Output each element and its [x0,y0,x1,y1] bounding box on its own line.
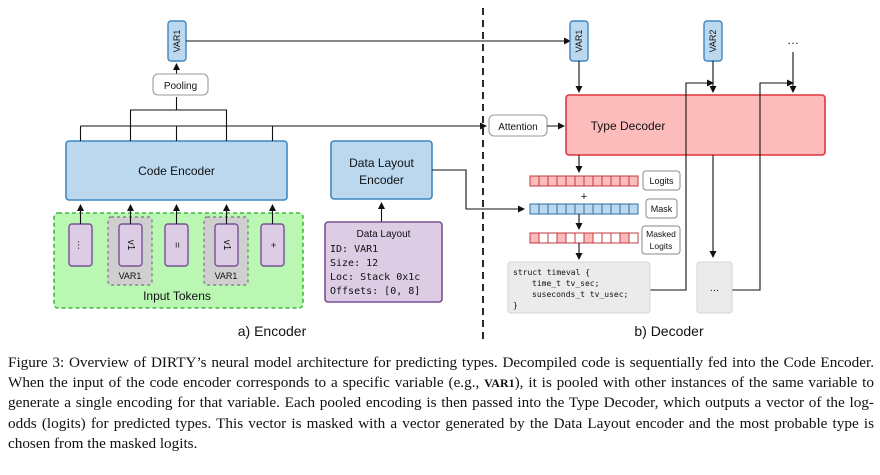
encoder-var1-label: VAR1 [172,30,182,53]
token-var-label-1: VAR1 [119,271,142,281]
caption-var: VAR1 [484,376,515,391]
data-layout-title: Data Layout [357,229,411,240]
struct-line-4: } [513,301,518,310]
data-layout-encoder-line1: Data Layout [349,156,414,170]
feedback-lines [650,79,794,291]
figure-caption: Figure 3: Overview of DIRTY’s neural mod… [8,353,874,454]
encoder-output-lines [79,63,487,141]
token-text-v1-b: v1 [221,240,232,251]
type-decoder-label: Type Decoder [591,119,666,133]
token-text-plus: + [267,242,278,248]
logits-label: Logits [649,176,674,186]
decoder-ellipsis-top: … [787,33,799,47]
token-to-encoder-arrows [77,204,276,224]
masked-logits-line1: Masked [646,229,676,239]
data-layout-encoder-to-mask-arrow [432,169,525,213]
decoder-section-label: b) Decoder [634,323,704,339]
data-layout-line-3: Loc: Stack 0x1c [330,272,420,283]
token-var-label-2: VAR1 [215,271,238,281]
mask-label: Mask [651,204,673,214]
data-layout-encoder-box [330,140,433,200]
decoder-var2-label: VAR2 [708,30,718,53]
data-layout-box [324,221,443,303]
caption-text-1: Figure 3: Overview of DIRTY’s neural mod… [8,354,874,392]
struct-line-1: struct timeval { [513,268,590,277]
encoder-section-label: a) Encoder [238,323,307,339]
masked-logits-label-box [641,225,681,255]
next-type-ellipsis: … [710,283,720,294]
pooling-box [152,73,209,96]
token-text-ellipsis: … [75,240,86,250]
data-layout-line-2: Size: 12 [330,258,378,269]
plus-sign: + [581,191,587,203]
input-tokens-label: Input Tokens [143,289,211,303]
architecture-figure: VAR1 VAR1 … v1 = v1 + Input Tokens Code … [53,8,826,340]
caption-text-2: ), it is pooled with other instances of … [8,374,874,452]
pooling-label: Pooling [164,81,197,92]
mask-label-box [645,198,678,219]
next-type-box [696,261,733,314]
data-layout-encoder-line2: Encoder [359,173,404,187]
logits-vector [529,175,639,187]
decoder-var1-label: VAR1 [574,30,584,53]
logits-label-box [642,170,681,191]
struct-line-3: suseconds_t tv_usec; [532,290,628,299]
token-text-equals: = [171,242,182,248]
data-layout-line-4: Offsets: [0, 8] [330,286,420,297]
attention-label: Attention [498,122,537,133]
struct-line-2: time_t tv_sec; [532,279,599,288]
masked-logits-line2: Logits [650,241,673,251]
mask-vector [529,203,639,215]
predicted-type-box [507,261,651,314]
token-text-v1-a: v1 [125,240,136,251]
code-encoder-label: Code Encoder [138,164,215,178]
data-layout-line-1: ID: VAR1 [330,244,378,255]
masked-logits-vector [529,232,639,244]
